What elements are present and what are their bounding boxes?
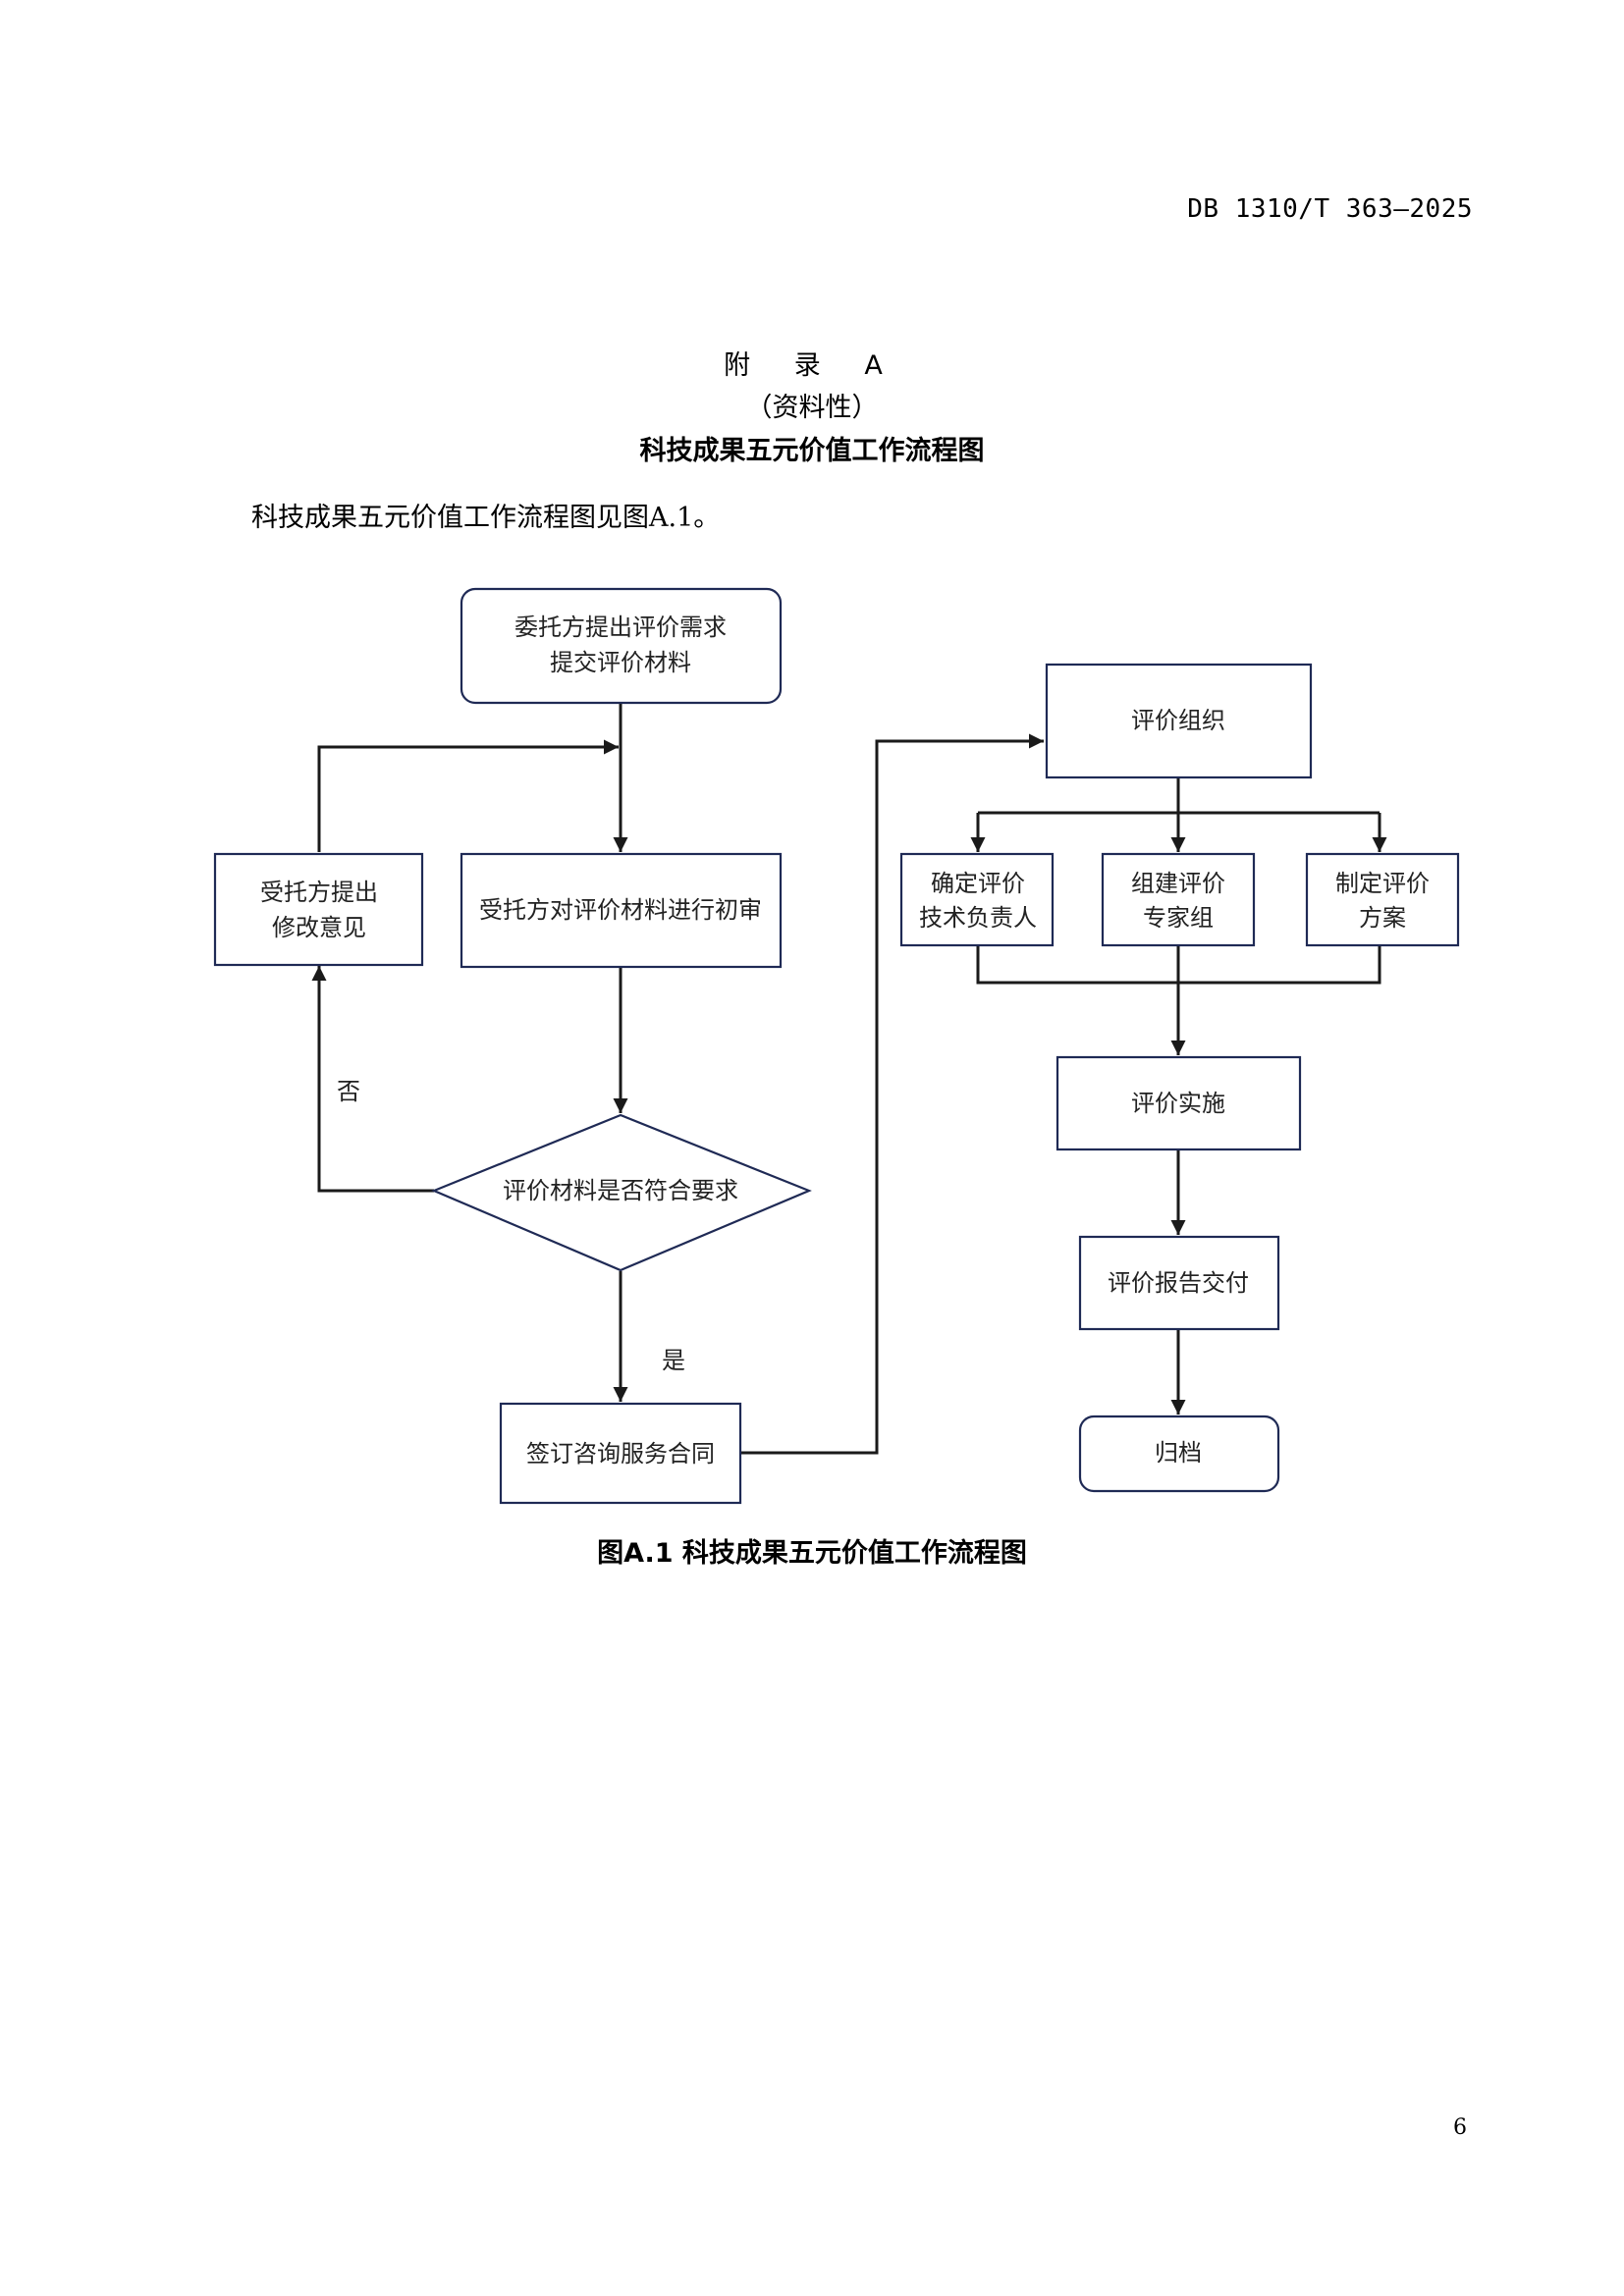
edge-label-no: 否 bbox=[337, 1078, 360, 1105]
svg-text:签订咨询服务合同: 签订咨询服务合同 bbox=[526, 1440, 715, 1468]
svg-text:评价材料是否符合要求: 评价材料是否符合要求 bbox=[503, 1177, 738, 1204]
svg-text:委托方提出评价需求: 委托方提出评价需求 bbox=[514, 614, 727, 641]
svg-text:专家组: 专家组 bbox=[1143, 904, 1214, 932]
svg-text:受托方提出: 受托方提出 bbox=[260, 879, 378, 906]
node-archive: 归档 bbox=[1078, 1415, 1280, 1493]
node-submit: 委托方提出评价需求 提交评价材料 bbox=[460, 587, 783, 705]
svg-text:确定评价: 确定评价 bbox=[931, 870, 1025, 897]
svg-text:归档: 归档 bbox=[1155, 1439, 1202, 1467]
appendix-subtitle: 科技成果五元价值工作流程图 bbox=[639, 436, 985, 466]
figure-caption: 图A.1 科技成果五元价值工作流程图 bbox=[597, 1538, 1027, 1569]
node-experts: 组建评价 专家组 bbox=[1101, 852, 1256, 947]
node-report: 评价报告交付 bbox=[1078, 1235, 1280, 1331]
node-lead: 确定评价 技术负责人 bbox=[899, 852, 1055, 947]
svg-text:制定评价: 制定评价 bbox=[1335, 870, 1430, 897]
standard-number: DB 1310/T 363—2025 bbox=[1187, 194, 1473, 224]
svg-text:组建评价: 组建评价 bbox=[1131, 870, 1225, 897]
svg-text:修改意见: 修改意见 bbox=[272, 914, 366, 941]
node-plan: 制定评价 方案 bbox=[1305, 852, 1460, 947]
edge-contract-to-organize bbox=[741, 733, 1044, 1455]
node-implement: 评价实施 bbox=[1056, 1055, 1302, 1151]
appendix-title: 附 录 A bbox=[724, 350, 900, 381]
edge-label-yes: 是 bbox=[662, 1347, 685, 1374]
svg-text:评价组织: 评价组织 bbox=[1131, 707, 1225, 734]
svg-text:受托方对评价材料进行初审: 受托方对评价材料进行初审 bbox=[479, 896, 762, 924]
appendix-nature: （资料性） bbox=[745, 393, 879, 423]
node-contract: 签订咨询服务合同 bbox=[499, 1402, 742, 1505]
page-number: 6 bbox=[1453, 2115, 1467, 2140]
edge-decision-no bbox=[311, 966, 434, 1193]
svg-text:方案: 方案 bbox=[1359, 904, 1406, 932]
svg-text:评价实施: 评价实施 bbox=[1131, 1090, 1225, 1117]
node-review: 受托方对评价材料进行初审 bbox=[460, 852, 783, 969]
svg-text:评价报告交付: 评价报告交付 bbox=[1108, 1269, 1249, 1297]
svg-text:技术负责人: 技术负责人 bbox=[919, 904, 1037, 932]
node-feedback: 受托方提出 修改意见 bbox=[213, 852, 424, 967]
svg-text:提交评价材料: 提交评价材料 bbox=[550, 649, 691, 676]
node-organize: 评价组织 bbox=[1045, 663, 1313, 779]
intro-paragraph: 科技成果五元价值工作流程图见图A.1。 bbox=[251, 503, 721, 533]
edge-feedback-to-merge bbox=[317, 739, 619, 852]
node-decision: 评价材料是否符合要求 bbox=[431, 1113, 812, 1272]
